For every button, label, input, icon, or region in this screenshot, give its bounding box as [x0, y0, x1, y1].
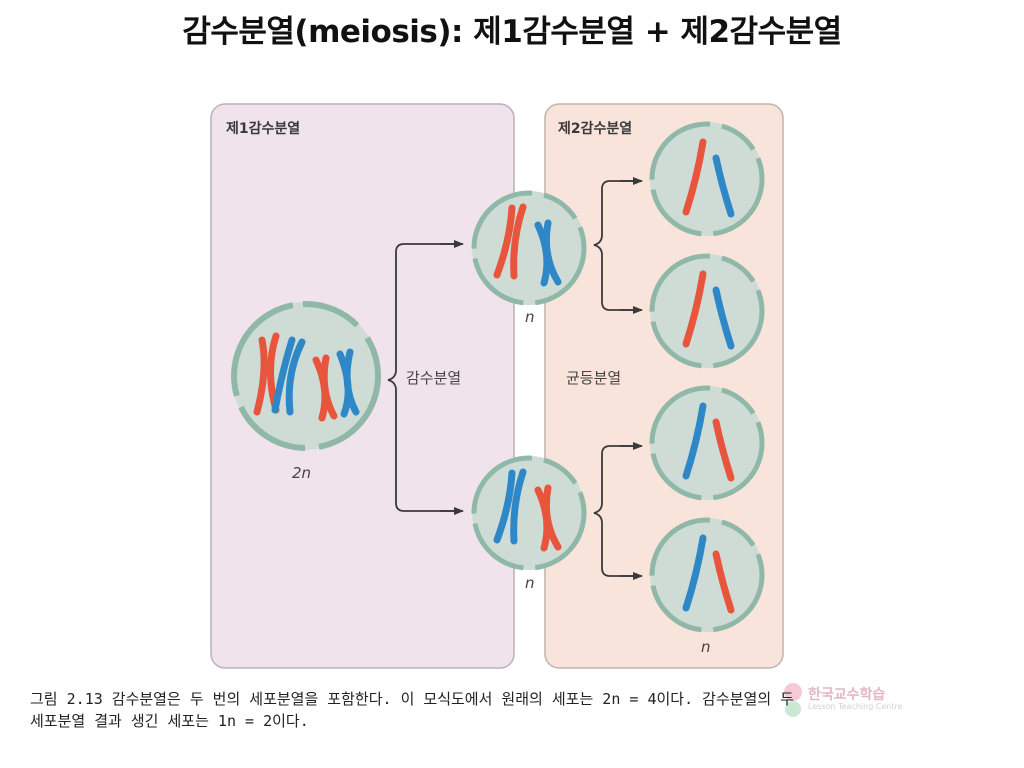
caption-line-1: 그림 2.13 감수분열은 두 번의 세포분열을 포함한다. 이 모식도에서 원…	[30, 690, 794, 708]
process-meiosis-label: 감수분열	[406, 369, 461, 387]
meiosis-1-arrows	[387, 240, 464, 515]
ploidy-parent: 2n	[292, 464, 311, 482]
caption-line-2: 세포분열 결과 생긴 세포는 1n = 2이다.	[30, 712, 309, 730]
ploidy-daughter-bottom: n	[525, 574, 535, 592]
watermark-logo-icon	[784, 683, 802, 717]
meiosis-2-arrows-bottom	[593, 442, 643, 580]
watermark-subtext: Lesson Teaching Centre	[808, 702, 903, 711]
watermark-logo: 한국교수학습 Lesson Teaching Centre	[780, 682, 930, 718]
ploidy-daughter-top: n	[525, 308, 535, 326]
process-equational-label: 균등분열	[566, 369, 621, 387]
panel-meiosis-2-label: 제2감수분열	[558, 120, 632, 137]
figure-caption: 그림 2.13 감수분열은 두 번의 세포분열을 포함한다. 이 모식도에서 원…	[30, 688, 1015, 732]
daughter-cell-bottom	[471, 455, 587, 571]
watermark-text: 한국교수학습	[808, 687, 886, 703]
meiosis-2-arrows-top	[593, 177, 643, 314]
arrow-to-top-daughter	[387, 243, 460, 512]
gamete-cell-2	[649, 253, 765, 369]
page-title: 감수분열(meiosis): 제1감수분열 + 제2감수분열	[182, 14, 842, 50]
panel-meiosis-1-label: 제1감수분열	[226, 120, 300, 137]
gamete-cell-3	[649, 385, 765, 501]
daughter-cell-top	[471, 190, 587, 306]
gamete-cell-4	[649, 517, 765, 633]
ploidy-gamete: n	[701, 638, 711, 656]
parent-cell	[231, 301, 381, 451]
gamete-cell-1	[649, 121, 765, 237]
